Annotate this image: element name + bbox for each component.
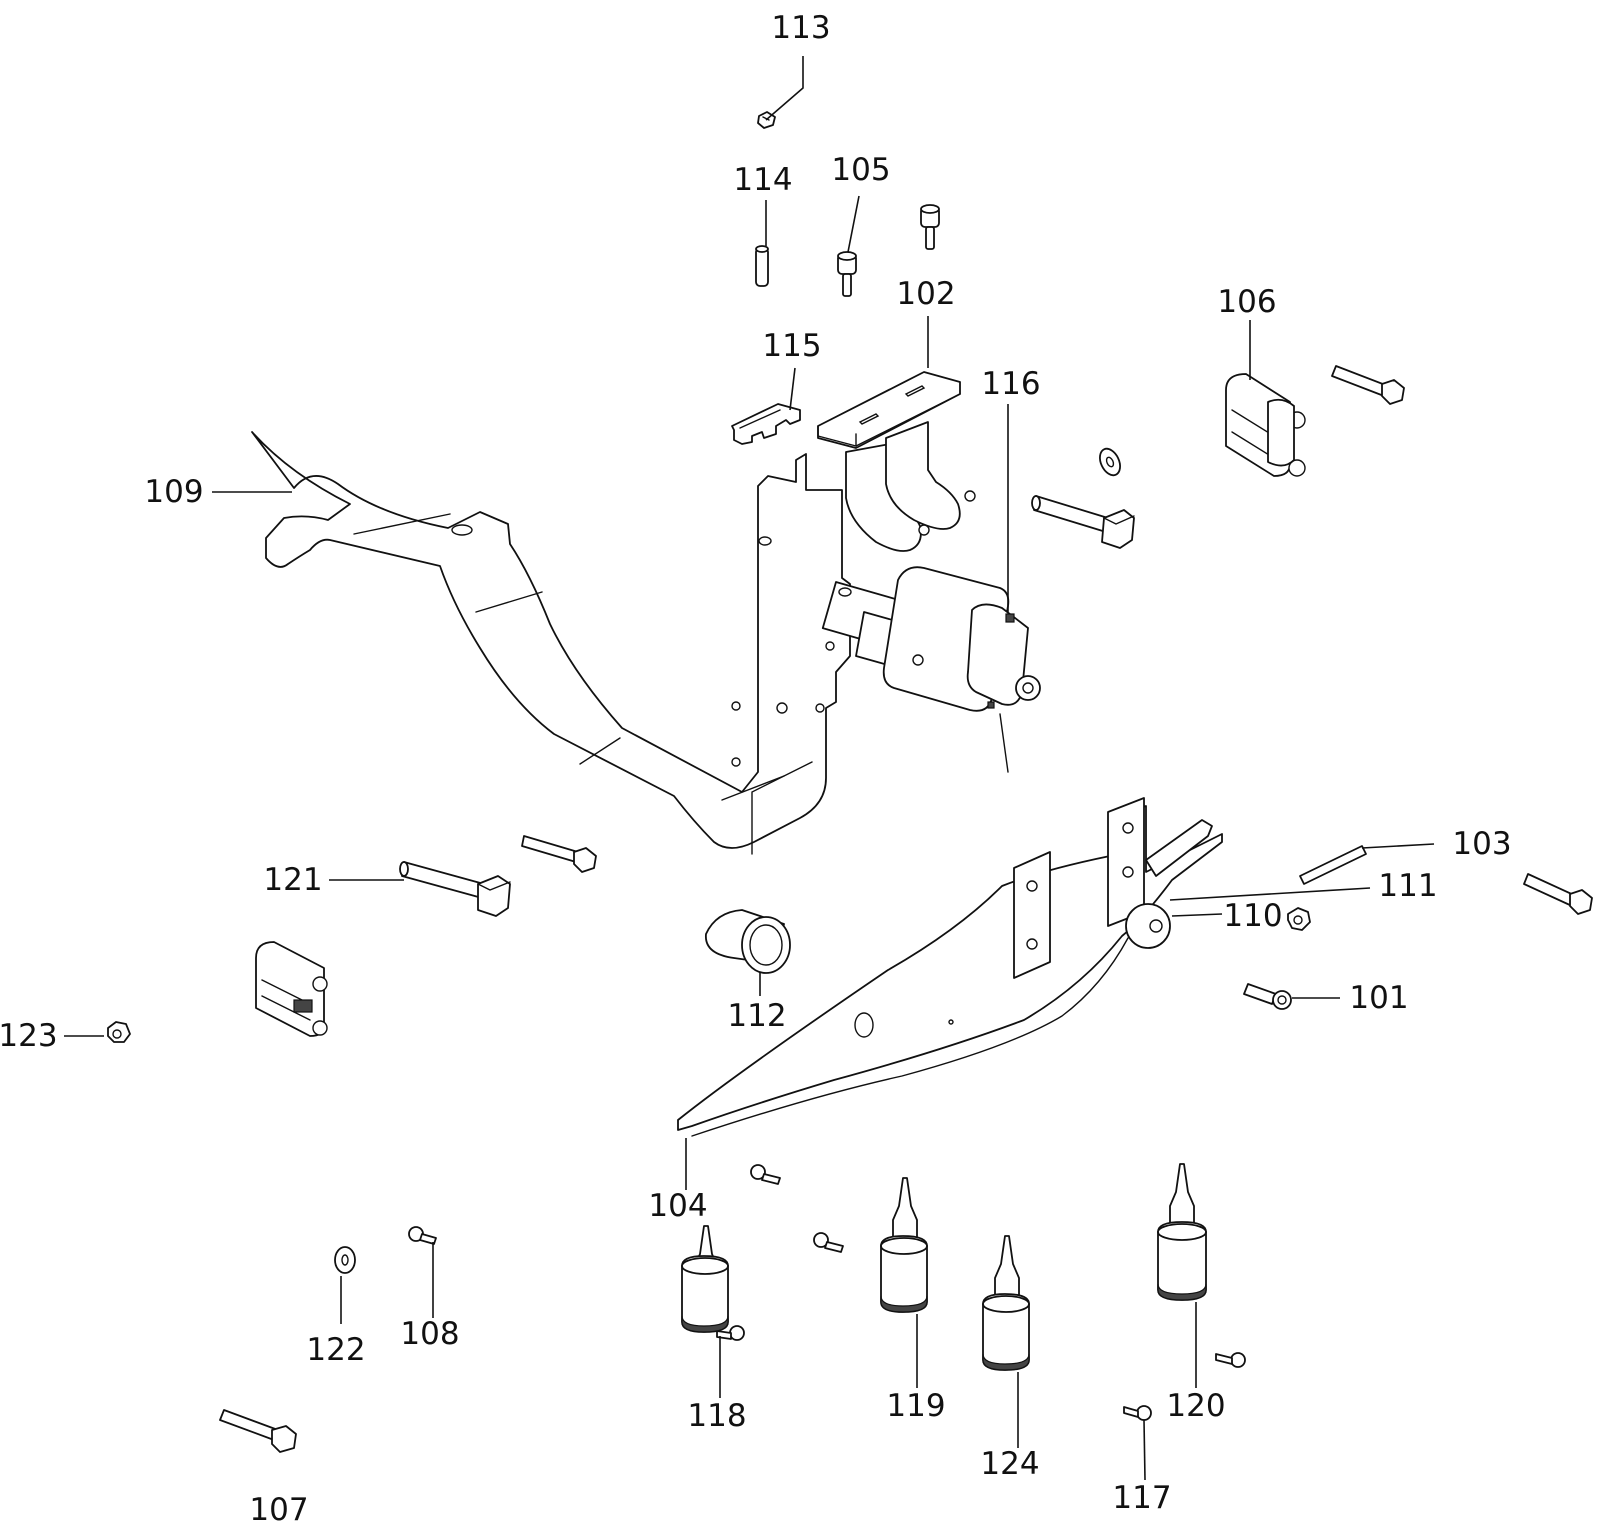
part-122-washer	[334, 1246, 356, 1274]
part-112-bushing	[705, 909, 791, 974]
part-104-lower-frame	[677, 797, 1223, 1137]
screw-unlabeled-2	[813, 1232, 844, 1253]
part-108-screw	[408, 1226, 437, 1245]
part-102-mounting-bracket	[817, 371, 976, 552]
screw-unlabeled-1	[750, 1164, 781, 1185]
part-109-main-frame	[251, 431, 851, 855]
screw-unlabeled-3	[716, 1325, 745, 1341]
part-labels: 113 114 105 102 106 115 116 109 103 121 …	[0, 10, 1512, 1528]
label-117: 117	[1112, 1480, 1171, 1516]
label-114: 114	[733, 162, 792, 198]
part-121-long-bolt	[399, 861, 511, 917]
leader-lines	[64, 56, 1435, 1481]
label-105: 105	[831, 152, 890, 188]
screw-unlabeled-4	[1215, 1352, 1246, 1368]
label-104: 104	[648, 1188, 707, 1224]
part-117-screw	[1123, 1405, 1152, 1421]
part-119-spiked-foot	[880, 1177, 928, 1313]
part-105-cap-screw	[837, 251, 857, 297]
part-107-bolt	[219, 1409, 297, 1453]
part-124-spiked-foot	[982, 1235, 1030, 1371]
part-116-linear-actuator	[821, 566, 1041, 773]
label-120: 120	[1166, 1388, 1225, 1424]
cap-screw-unlabeled	[920, 204, 940, 250]
label-119: 119	[886, 1388, 945, 1424]
label-108: 108	[400, 1316, 459, 1352]
label-118: 118	[687, 1398, 746, 1434]
label-121: 121	[263, 862, 322, 898]
hinge-block-unlabeled-left	[255, 941, 328, 1037]
part-110-ball-knob	[1125, 903, 1171, 949]
washer-unlabeled-top	[1099, 447, 1121, 477]
part-114-sleeve	[755, 245, 769, 287]
label-116: 116	[981, 366, 1040, 402]
label-113: 113	[771, 10, 830, 46]
label-122: 122	[306, 1332, 365, 1368]
label-115: 115	[762, 328, 821, 364]
label-103: 103	[1452, 826, 1511, 862]
label-110: 110	[1223, 898, 1282, 934]
label-101: 101	[1349, 980, 1408, 1016]
part-115-clip-bracket	[731, 403, 801, 445]
label-109: 109	[144, 474, 203, 510]
part-118-spiked-foot	[681, 1225, 729, 1333]
bolt-unlabeled-left-middle	[521, 835, 597, 873]
label-111: 111	[1378, 868, 1437, 904]
label-124: 124	[980, 1446, 1039, 1482]
label-123: 123	[0, 1018, 58, 1054]
bolt-unlabeled-right-top	[1331, 365, 1405, 405]
part-101-cap-screw	[1243, 983, 1292, 1010]
label-106: 106	[1217, 284, 1276, 320]
part-123-hex-nut	[107, 1021, 131, 1043]
bolt-unlabeled-center	[1031, 495, 1135, 549]
part-111-hex-nut	[1287, 907, 1311, 931]
label-102: 102	[896, 276, 955, 312]
bolt-unlabeled-right-middle	[1523, 873, 1593, 915]
part-103-pin	[1299, 845, 1367, 885]
part-106-hinge-block	[1225, 373, 1306, 477]
label-107: 107	[249, 1492, 308, 1528]
part-120-spiked-foot	[1157, 1163, 1207, 1301]
label-112: 112	[727, 998, 786, 1034]
